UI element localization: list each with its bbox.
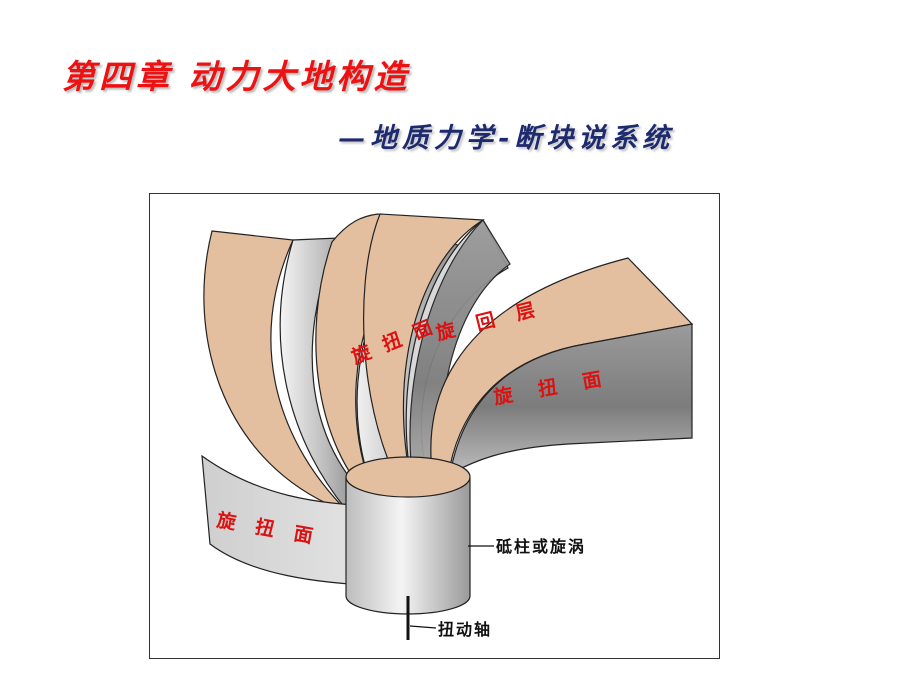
axis-leader-line [409,625,437,629]
page-subtitle: —地质力学-断块说系统 [338,123,675,154]
diagram-canvas: 旋扭面 旋回层 旋扭面 旋扭面 砥柱或旋涡 扭动轴 [201,213,694,640]
annotation-column: 砥柱或旋涡 [496,537,586,556]
tectonic-diagram: 旋扭面 旋回层 旋扭面 旋扭面 砥柱或旋涡 扭动轴 [149,193,720,659]
column-cylinder [345,456,471,615]
annotation-axis: 扭动轴 [438,620,492,639]
page-title: 第四章 动力大地构造 [62,57,411,96]
